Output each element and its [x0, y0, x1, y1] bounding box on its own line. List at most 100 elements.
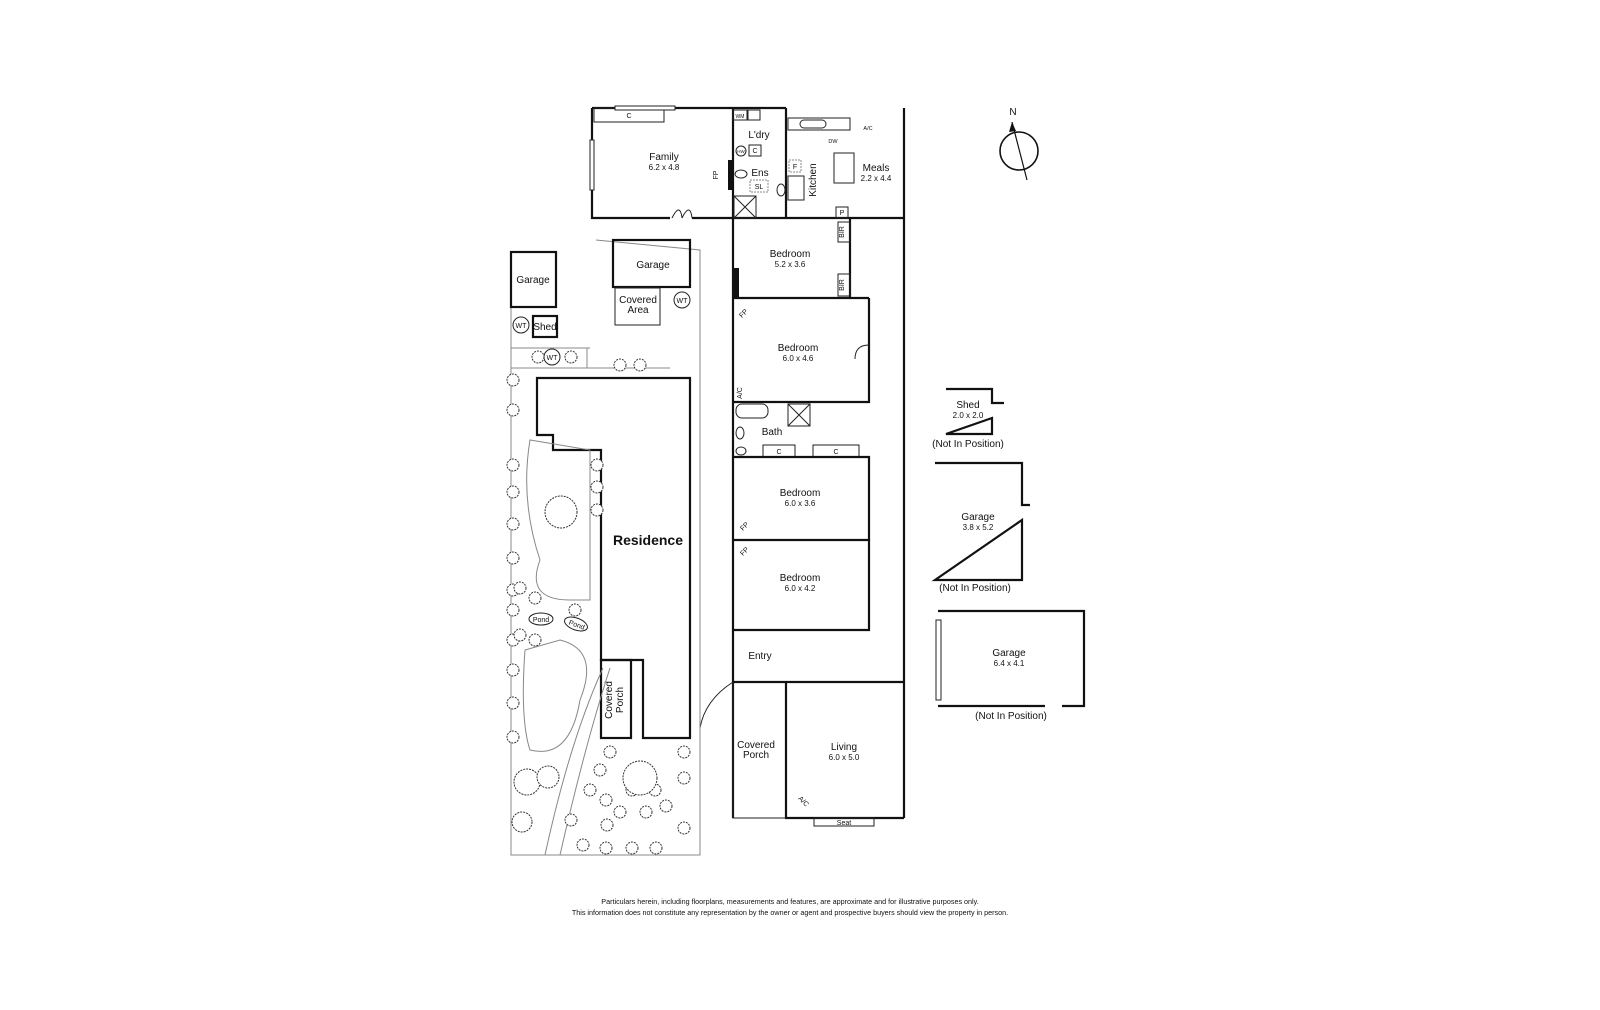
tree-icon — [600, 818, 614, 832]
tree-icon — [613, 805, 627, 819]
room-living-dims: 6.0 x 5.0 — [829, 753, 860, 762]
room-meals-label: Meals — [863, 163, 890, 174]
site-garage-top-label: Garage — [636, 260, 670, 271]
door-swing — [854, 344, 870, 360]
tree-icon — [513, 628, 527, 642]
basin — [735, 426, 745, 440]
island-bench — [833, 152, 855, 184]
tree-icon — [649, 841, 663, 855]
fireplace — [733, 268, 739, 298]
tree-icon — [590, 480, 604, 494]
covered-area-label: Covered — [619, 295, 657, 306]
shower — [733, 195, 757, 219]
tree-icon — [506, 485, 520, 499]
compass: N — [999, 107, 1039, 181]
tree-icon — [506, 603, 520, 617]
hw-label: HW — [737, 149, 745, 154]
room-bedroom3-dims: 6.0 x 3.6 — [785, 499, 816, 508]
bay-seat — [813, 817, 875, 827]
garage2-note: (Not In Position) — [975, 711, 1047, 722]
pond-label: Pond — [568, 620, 586, 632]
tree-icon — [506, 730, 520, 744]
garage1-dims: 3.8 x 5.2 — [963, 523, 994, 532]
room-ensuite-label: Ens — [751, 168, 768, 179]
window — [614, 105, 676, 111]
cupboard-label: C — [833, 449, 838, 456]
bir — [837, 273, 851, 297]
family-walls — [590, 106, 786, 220]
porch-steps — [699, 681, 734, 729]
tree-icon — [511, 811, 533, 833]
fp-label: FP — [738, 308, 750, 320]
tree-icon — [506, 403, 520, 417]
porch-outline — [732, 682, 786, 819]
tree-icon — [622, 760, 658, 796]
trees — [506, 350, 691, 855]
tree-icon — [513, 581, 527, 595]
tree-icon — [599, 793, 613, 807]
tree-icon — [590, 503, 604, 517]
tree-icon — [659, 799, 673, 813]
seat-label: Seat — [837, 820, 851, 827]
tree-icon — [613, 358, 627, 372]
shower-screen — [749, 179, 769, 193]
water-tank — [512, 316, 530, 334]
toilet — [734, 169, 748, 179]
room-bedroom1-label: Bedroom — [770, 249, 811, 260]
wt-label: WT — [677, 298, 689, 305]
room-family-dims: 6.2 x 4.8 — [649, 163, 680, 172]
room-kitchen-label: Kitchen — [808, 163, 819, 196]
room-bedroom4-dims: 6.0 x 4.2 — [785, 584, 816, 593]
fridge-label: F — [793, 164, 797, 171]
window — [589, 139, 595, 191]
outbuilding-garage2 — [938, 609, 1086, 708]
fp-label: FP — [713, 170, 720, 179]
site-shed-label: Shed — [533, 322, 556, 333]
tree-icon — [677, 745, 691, 759]
room-entry-label: Entry — [748, 651, 771, 662]
sl-label: SL — [755, 184, 764, 191]
cupboard-label: C — [776, 449, 781, 456]
tree-icon — [625, 841, 639, 855]
disclaimer-line-1: Particulars herein, including floorplans… — [601, 897, 978, 906]
tree-icon — [603, 745, 617, 759]
outbuildings: Shed 2.0 x 2.0 (Not In Position) Garage … — [931, 387, 1086, 722]
fp-label: FP — [739, 521, 751, 533]
pond — [528, 612, 554, 626]
tree-icon — [506, 517, 520, 531]
tree-icon — [531, 350, 545, 364]
site-garage-left — [509, 250, 558, 309]
pantry-label: P — [840, 210, 845, 217]
covered-area-label-2: Area — [627, 305, 649, 316]
compass-needle-icon — [1011, 121, 1028, 181]
shower — [787, 403, 811, 427]
bir-label: BIR — [839, 226, 846, 238]
garden-bed — [522, 639, 588, 752]
garage2-label: Garage — [992, 648, 1026, 659]
residence-label: Residence — [613, 532, 683, 548]
sink — [799, 119, 827, 129]
stove — [787, 175, 805, 201]
garage1-label: Garage — [961, 512, 995, 523]
tree-icon — [536, 765, 560, 789]
bedroom4-walls — [733, 540, 871, 632]
room-bath-label: Bath — [762, 427, 783, 438]
main-house-plan: C Family 6.2 x 4.8 WM L'dry HW C FP Ens … — [589, 105, 906, 827]
shower-cross — [787, 403, 811, 427]
room-meals-dims: 2.2 x 4.4 — [861, 174, 892, 183]
tree-icon — [677, 771, 691, 785]
tree-icon — [506, 551, 520, 565]
ac-label: A/C — [737, 387, 744, 399]
room-bedroom4-label: Bedroom — [780, 573, 821, 584]
tree-icon — [677, 821, 691, 835]
site-porch-label: Covered — [604, 681, 615, 719]
hot-water-unit — [735, 145, 747, 157]
trough — [747, 109, 761, 121]
tree-icon — [528, 633, 542, 647]
site-covered-porch — [599, 658, 633, 740]
outbuilding-garage1 — [931, 461, 1030, 582]
pond-label: Pond — [533, 617, 549, 624]
bathtub — [735, 403, 769, 419]
bir — [837, 221, 851, 243]
